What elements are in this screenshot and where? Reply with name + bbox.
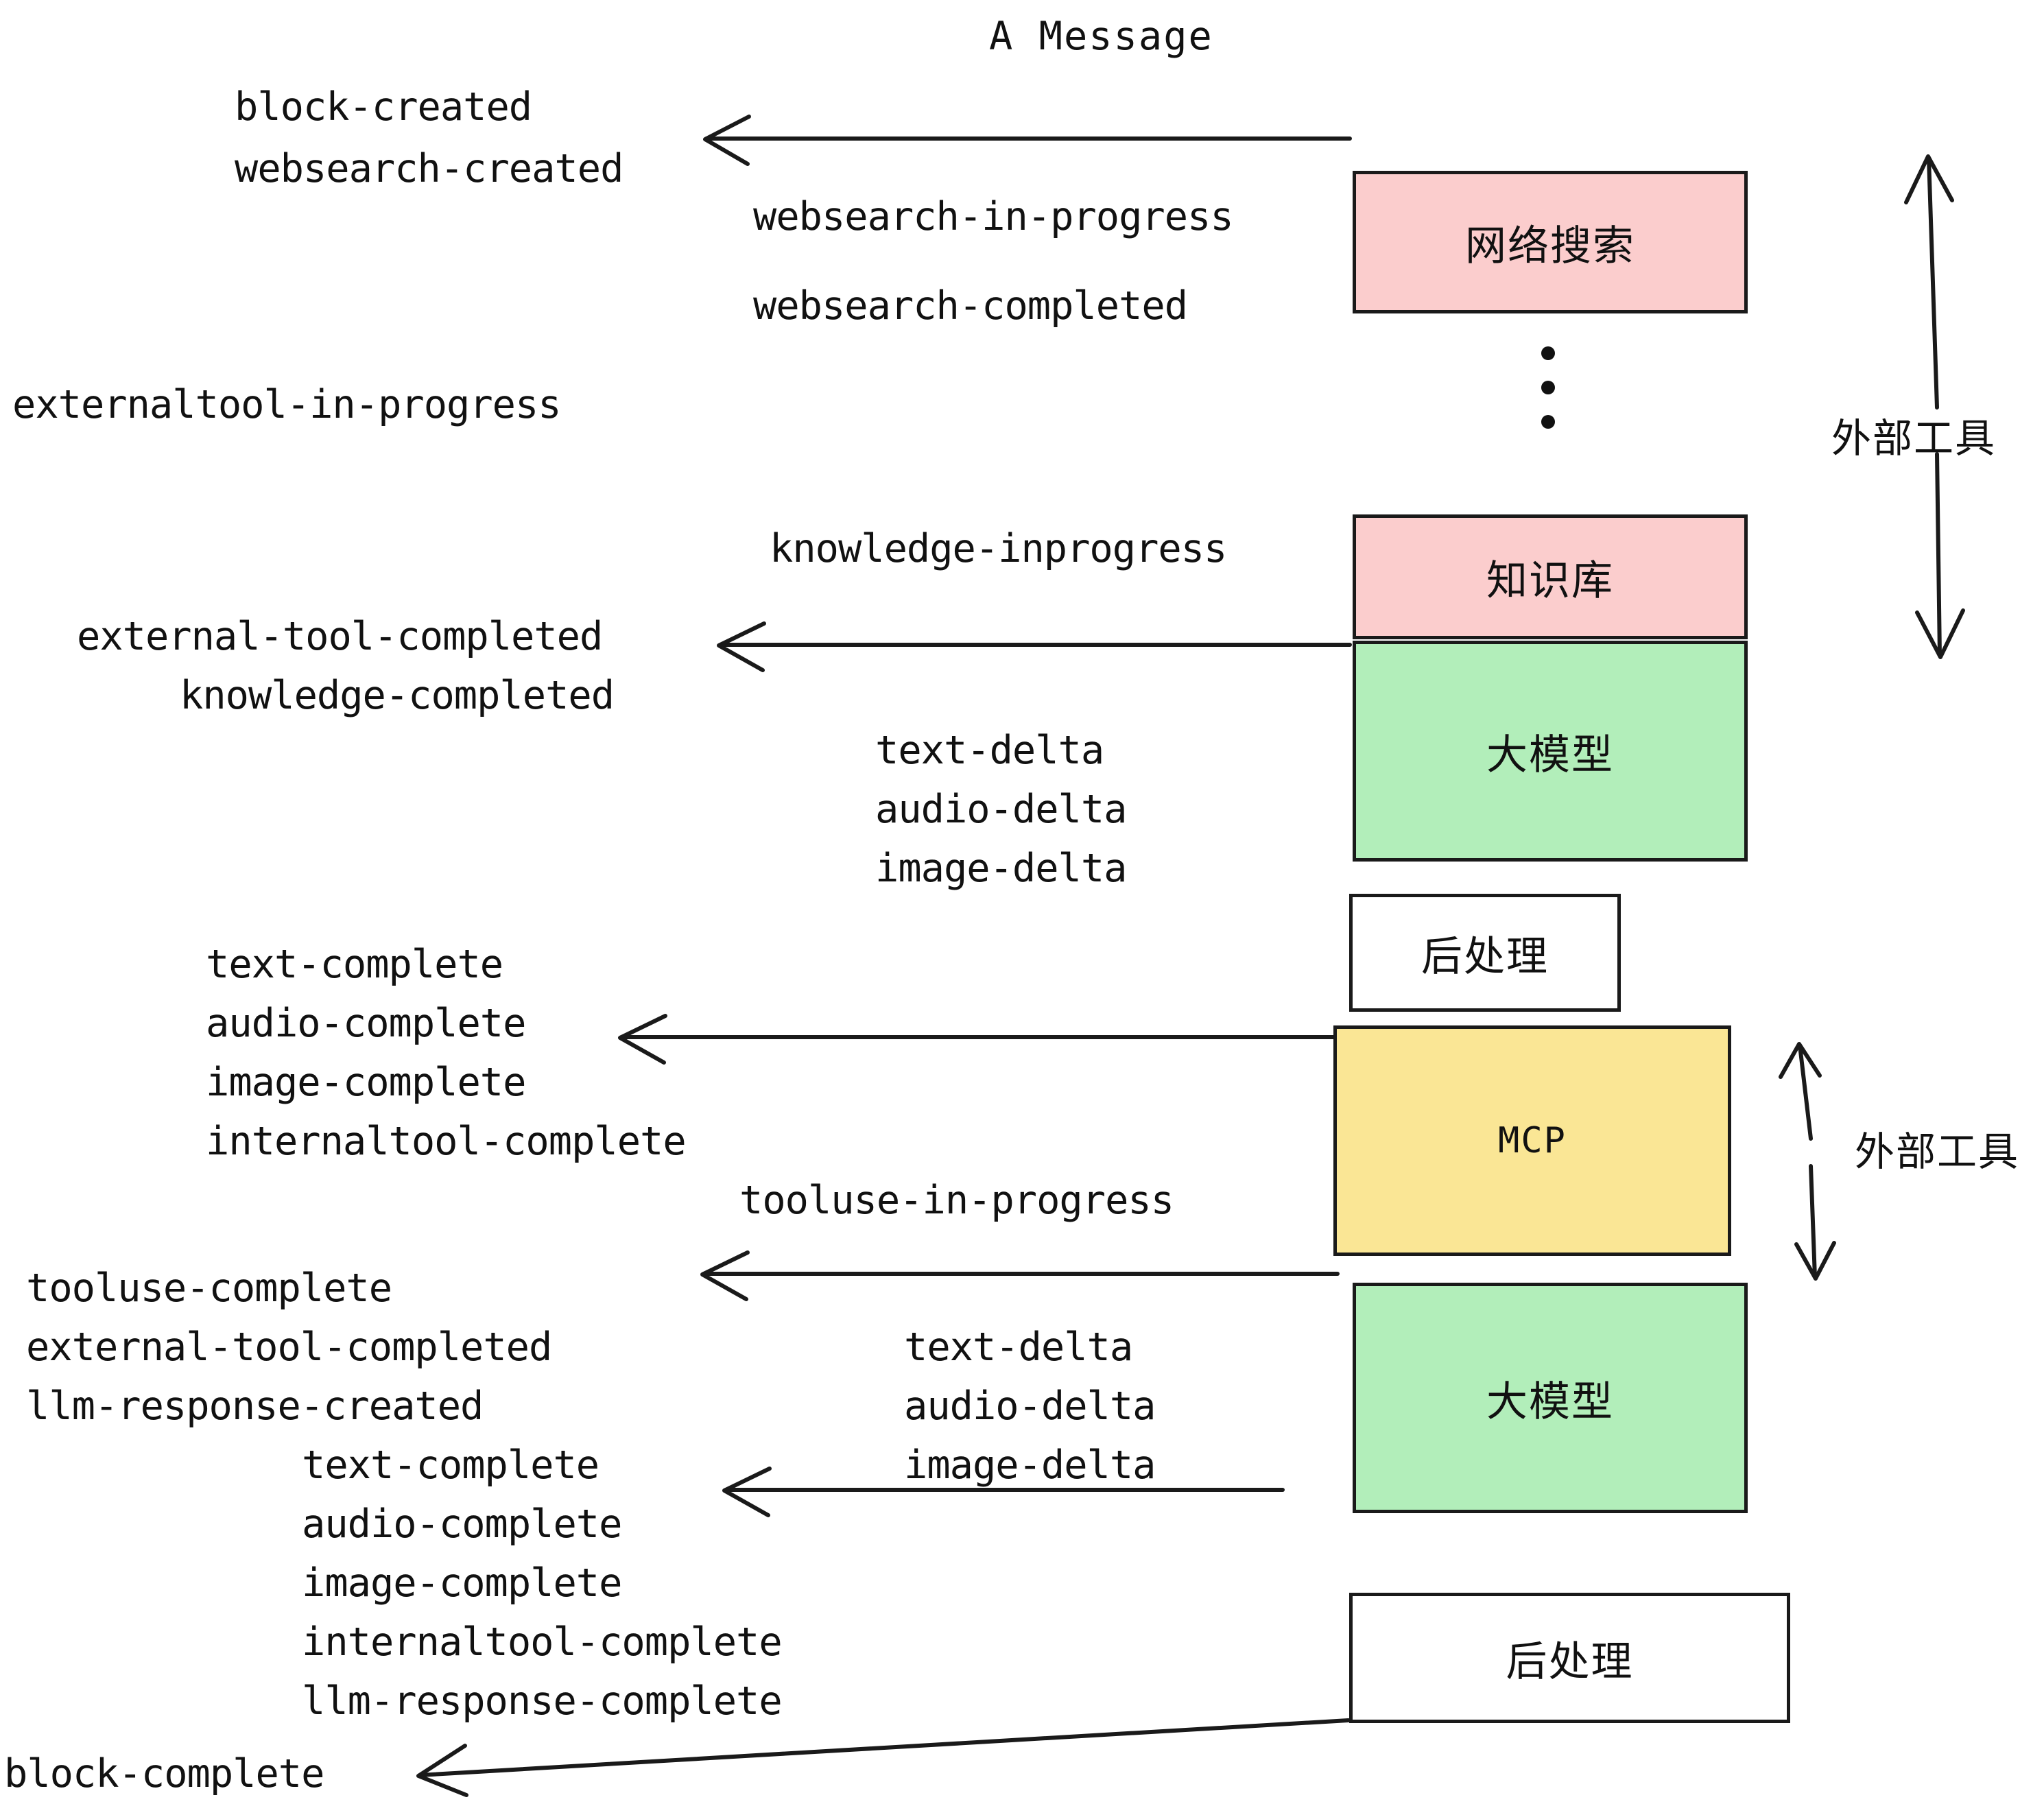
- event-llm-response-complete: llm-response-complete: [302, 1678, 783, 1724]
- event-audio-delta-1: audio-delta: [875, 787, 1127, 832]
- diagram-title: A Message: [989, 14, 1213, 59]
- event-audio-complete-2: audio-complete: [302, 1502, 622, 1547]
- event-text-complete-2: text-complete: [302, 1443, 599, 1488]
- node-llm-1[interactable]: 大模型: [1353, 641, 1748, 862]
- node-llm-1-label: 大模型: [1486, 731, 1614, 779]
- arrow-external-tools-up-top: [1904, 154, 1954, 410]
- node-postprocess-1-label: 后处理: [1421, 932, 1549, 981]
- event-websearch-created: websearch-created: [235, 146, 623, 191]
- arrow-external-tools-up-bottom: [1779, 1042, 1822, 1141]
- node-mcp-label: MCP: [1498, 1120, 1567, 1161]
- node-postprocess-2-label: 后处理: [1506, 1637, 1634, 1686]
- node-llm-2[interactable]: 大模型: [1353, 1283, 1748, 1513]
- arrow-external-tools-down-bottom: [1794, 1164, 1836, 1281]
- event-block-created: block-created: [235, 84, 532, 130]
- event-block-complete: block-complete: [4, 1751, 324, 1796]
- node-websearch[interactable]: 网络搜索: [1353, 171, 1748, 313]
- node-postprocess-1[interactable]: 后处理: [1349, 894, 1621, 1012]
- side-label-external-tools-bottom: 外部工具: [1855, 1128, 2020, 1175]
- event-external-tool-completed-2: external-tool-completed: [26, 1325, 552, 1370]
- event-text-complete-1: text-complete: [206, 942, 503, 987]
- node-postprocess-2[interactable]: 后处理: [1349, 1593, 1790, 1723]
- arrow-mcp-to-tooluse-complete: [700, 1250, 1340, 1301]
- event-knowledge-completed: knowledge-completed: [180, 673, 615, 718]
- arrow-knowledge-to-knowledge-completed: [717, 621, 1352, 672]
- event-internaltool-complete-1: internaltool-complete: [206, 1119, 687, 1164]
- event-externaltool-in-progress: externaltool-in-progress: [12, 382, 562, 427]
- event-external-tool-completed-1: external-tool-completed: [77, 614, 603, 659]
- node-mcp[interactable]: MCP: [1333, 1025, 1731, 1256]
- event-internaltool-complete-2: internaltool-complete: [302, 1619, 783, 1665]
- event-llm-response-created: llm-response-created: [26, 1384, 484, 1429]
- event-knowledge-inprogress: knowledge-inprogress: [770, 526, 1227, 571]
- arrow-post2-to-block-complete: [416, 1718, 1351, 1797]
- event-image-complete-1: image-complete: [206, 1060, 526, 1105]
- event-image-delta-2: image-delta: [904, 1443, 1156, 1488]
- arrow-post1-to-image-complete: [618, 1014, 1351, 1065]
- event-tooluse-complete: tooluse-complete: [26, 1266, 392, 1311]
- arrow-external-tools-down-top: [1915, 452, 1965, 659]
- event-text-delta-2: text-delta: [904, 1325, 1133, 1370]
- node-knowledge[interactable]: 知识库: [1353, 514, 1748, 639]
- node-knowledge-label: 知识库: [1486, 556, 1614, 605]
- event-text-delta-1: text-delta: [875, 728, 1104, 773]
- event-image-complete-2: image-complete: [302, 1560, 622, 1606]
- node-llm-2-label: 大模型: [1486, 1377, 1614, 1426]
- event-websearch-completed: websearch-completed: [753, 283, 1188, 329]
- event-image-delta-1: image-delta: [875, 846, 1127, 891]
- event-websearch-in-progress: websearch-in-progress: [753, 194, 1234, 239]
- event-audio-complete-1: audio-complete: [206, 1001, 526, 1046]
- event-audio-delta-2: audio-delta: [904, 1384, 1156, 1429]
- arrow-websearch-to-block-created: [703, 115, 1352, 166]
- side-label-external-tools-top: 外部工具: [1831, 415, 1997, 462]
- vertical-ellipsis-icon: [1541, 346, 1555, 429]
- event-tooluse-in-progress: tooluse-in-progress: [739, 1178, 1174, 1223]
- node-websearch-label: 网络搜索: [1465, 222, 1635, 270]
